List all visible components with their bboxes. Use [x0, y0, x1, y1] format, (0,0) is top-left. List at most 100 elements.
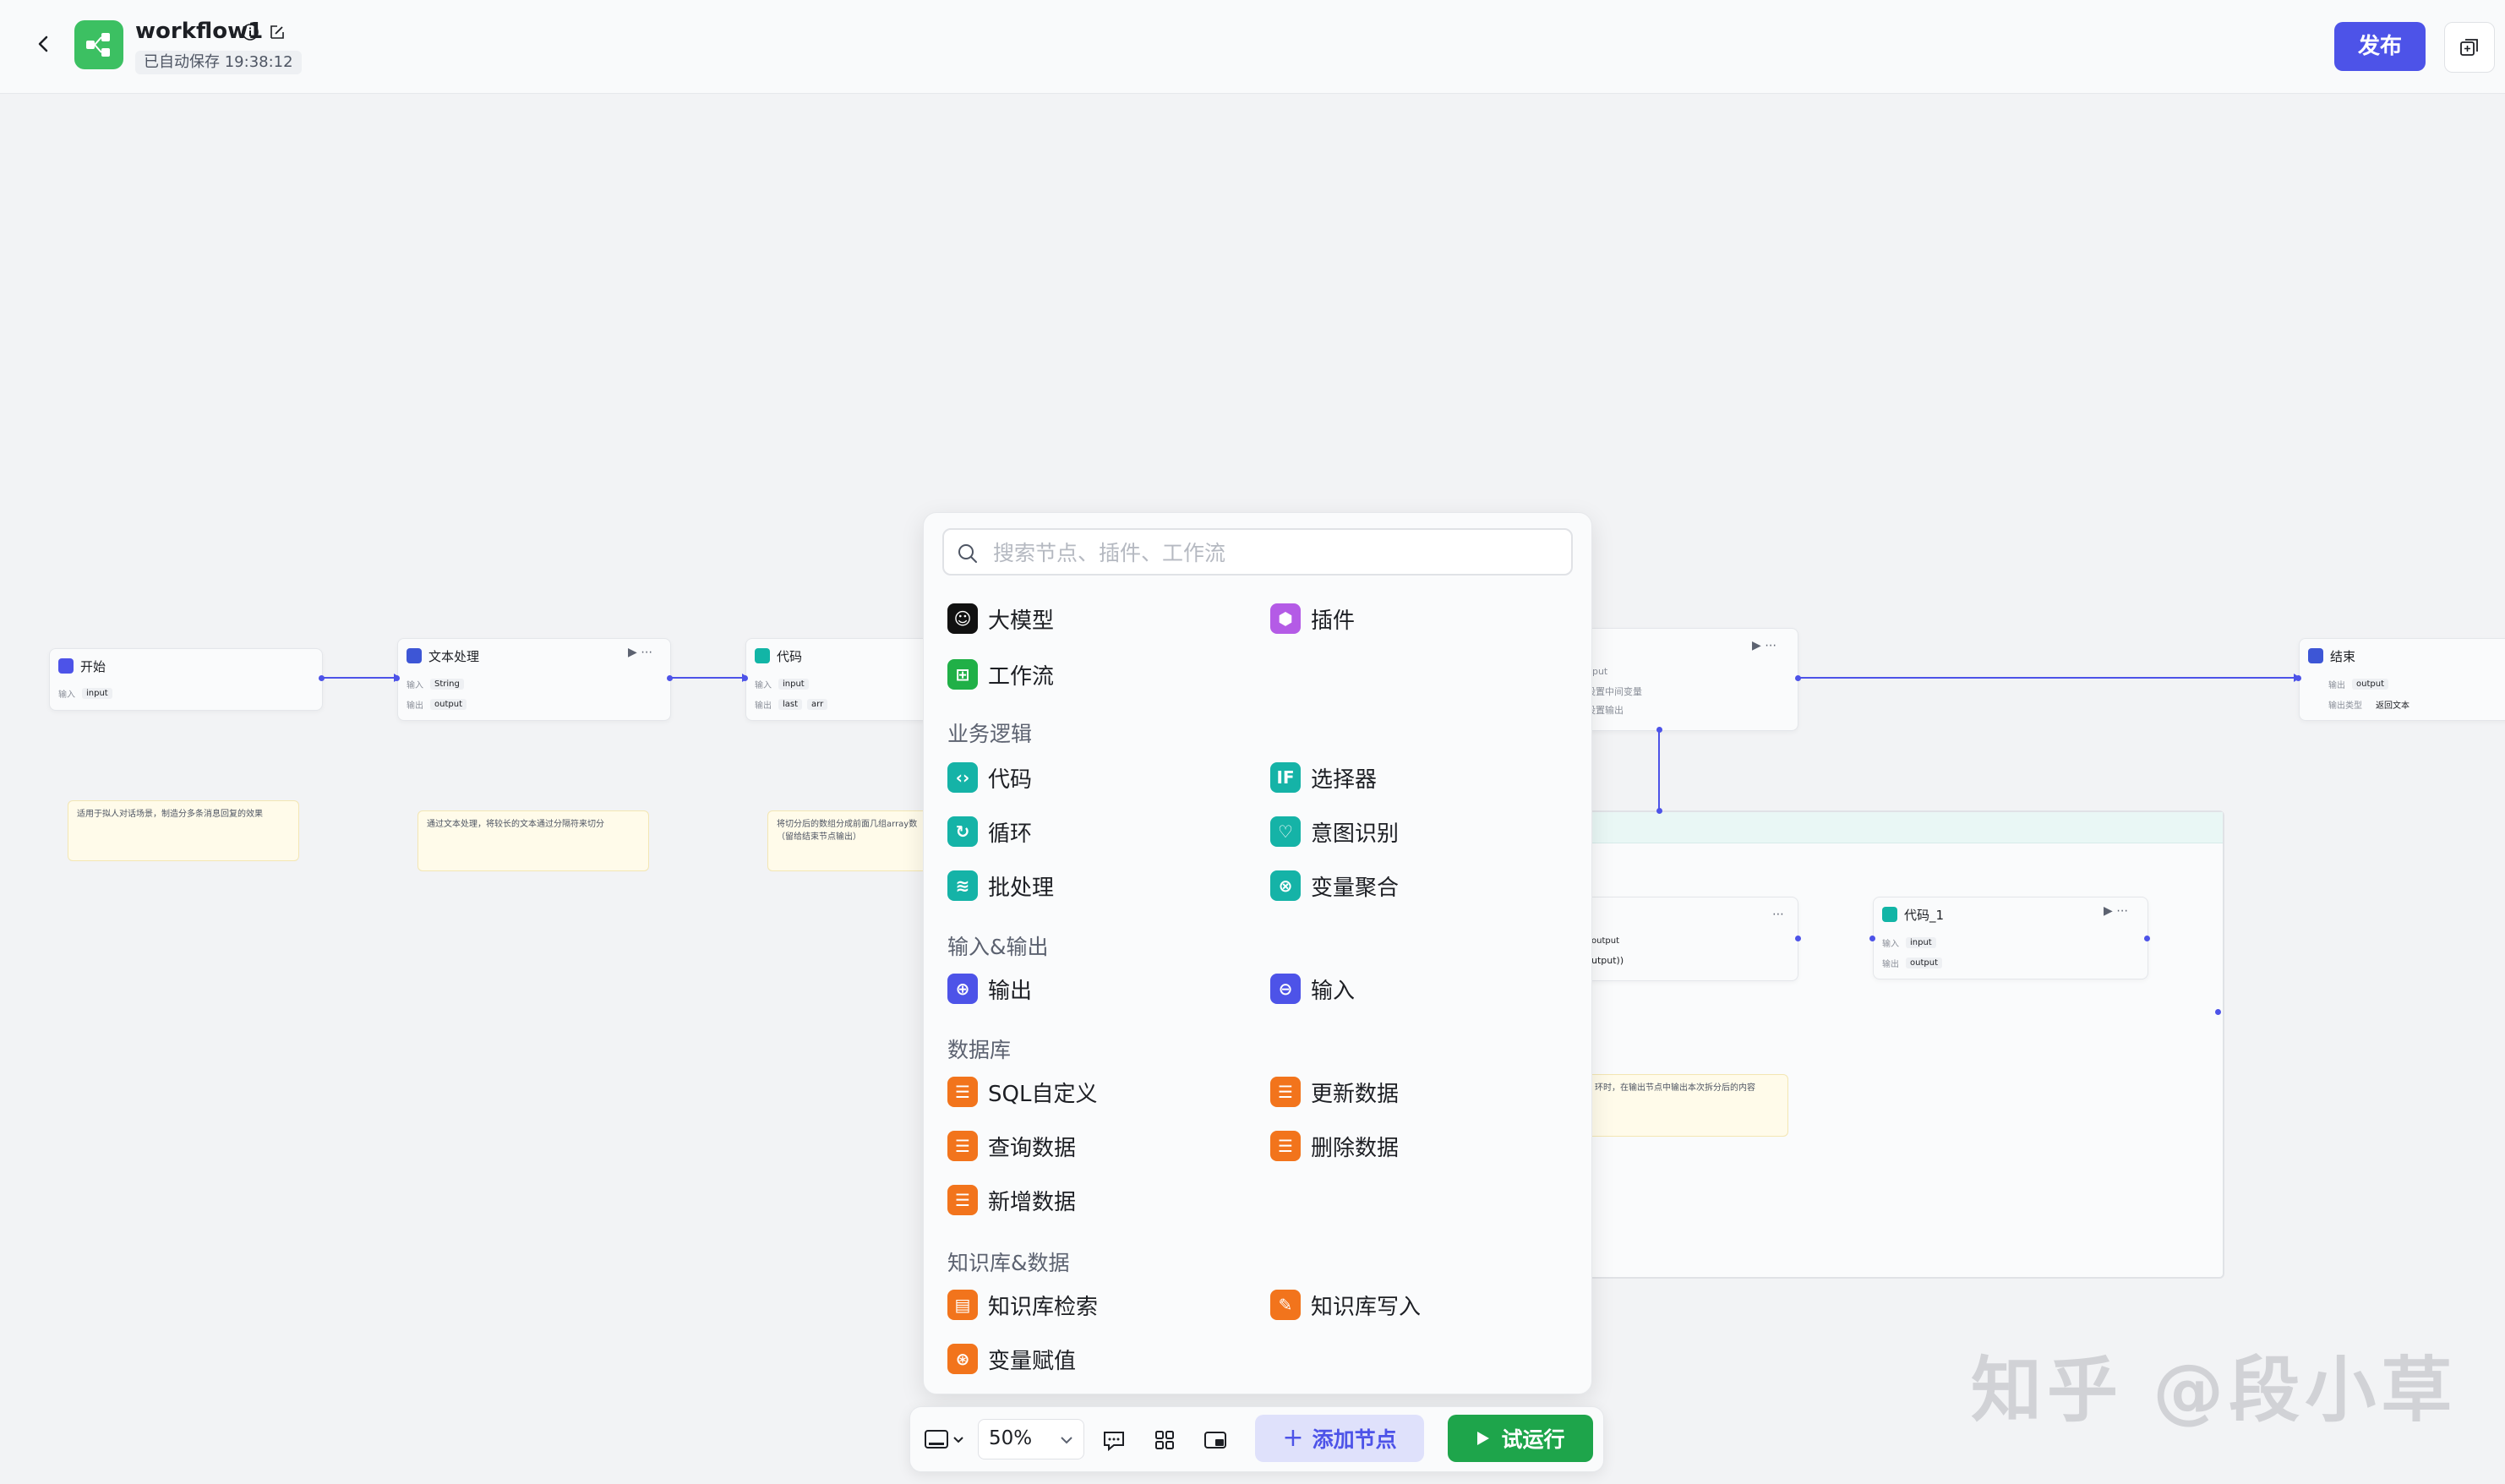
- node-item-label: SQL自定义: [988, 1081, 1098, 1107]
- batch-layers-icon: ≋: [947, 870, 978, 901]
- test-run-label: 试运行: [1501, 1427, 1565, 1452]
- comment-note[interactable]: 适用于拟人对话场景，制造分多条消息回复的效果: [68, 800, 299, 861]
- comment-note[interactable]: 将切分后的数组分成前面几组array数 （留给结束节点输出）: [767, 810, 953, 871]
- text-input-port[interactable]: [394, 675, 400, 681]
- add-node-button[interactable]: + 添加节点: [1255, 1415, 1424, 1462]
- node-item-loop[interactable]: ↻循环: [947, 810, 1032, 853]
- text-node-title: 文本处理: [428, 648, 480, 664]
- node-item-batch[interactable]: ≋批处理: [947, 865, 1054, 907]
- copy-icon[interactable]: [2444, 22, 2495, 73]
- edit-icon[interactable]: [267, 22, 287, 42]
- minimap-icon[interactable]: [1201, 1426, 1230, 1454]
- loop-body-output-port[interactable]: [2215, 1009, 2221, 1015]
- node-item-knowledge-write[interactable]: ✎知识库写入: [1270, 1284, 1421, 1326]
- node-item-intent[interactable]: ♡意图识别: [1270, 810, 1399, 853]
- node-run-menu-icon[interactable]: ▶ ⋯: [628, 646, 653, 659]
- loop-icon: ↻: [947, 816, 978, 847]
- text-in-label: 输入: [407, 681, 423, 690]
- node-item-label: 输入: [1311, 978, 1356, 1004]
- node-item-label: 删除数据: [1311, 1135, 1400, 1161]
- loop-body-port[interactable]: [1656, 727, 1662, 733]
- node-item-label: 知识库检索: [988, 1294, 1099, 1320]
- node-item-label: 大模型: [988, 608, 1055, 634]
- variable-merge-icon: ⊗: [1270, 870, 1301, 901]
- text-output-port[interactable]: [667, 675, 673, 681]
- loop-body-input-port[interactable]: [1656, 808, 1662, 814]
- inner-menu-icon[interactable]: ⋯: [1772, 908, 1784, 921]
- play-icon: [1477, 1432, 1490, 1445]
- node-item-delete-data[interactable]: ☰删除数据: [1270, 1125, 1399, 1167]
- code1-out-var: output: [1906, 958, 1942, 968]
- interaction-mode-icon[interactable]: [924, 1426, 966, 1454]
- end-out-label: 输出: [2328, 681, 2345, 690]
- variable-assign-icon: ⊛: [947, 1344, 978, 1374]
- inner-output-port[interactable]: [1795, 936, 1801, 941]
- node-item-query-data[interactable]: ☰ 查询数据: [947, 1125, 1076, 1167]
- plugin-cube-icon: ⬢: [1270, 603, 1301, 634]
- inner-out-var: output: [1591, 936, 1619, 946]
- back-icon[interactable]: [29, 29, 59, 59]
- node-item-label: 查询数据: [988, 1135, 1077, 1161]
- code-icon: [755, 648, 770, 663]
- info-icon[interactable]: [240, 22, 260, 42]
- query-db-icon: ☰: [947, 1131, 978, 1161]
- node-item-code[interactable]: ‹›代码: [947, 756, 1032, 799]
- end-icon: [2308, 648, 2323, 663]
- code-input-port[interactable]: [742, 675, 748, 681]
- end-type-value: 返回文本: [2376, 701, 2409, 711]
- loop-body-container[interactable]: [1585, 810, 2224, 1279]
- code1-run-menu-icon[interactable]: ▶ ⋯: [2104, 904, 2129, 918]
- auto-layout-icon[interactable]: [1150, 1426, 1179, 1454]
- section-title-knowledge: 知识库&数据: [947, 1251, 1070, 1275]
- loop-output-port[interactable]: [1795, 675, 1801, 681]
- comment-note[interactable]: 通过文本处理，将较长的文本通过分隔符来切分: [418, 810, 649, 871]
- code1-icon: [1882, 907, 1897, 922]
- publish-button[interactable]: 发布: [2334, 22, 2426, 71]
- node-item-label: 代码: [988, 767, 1033, 793]
- loop-run-menu-icon[interactable]: ▶ ⋯: [1752, 639, 1777, 652]
- code-out-var-last: last: [778, 699, 803, 710]
- code-out-var-arr: arr: [807, 699, 828, 710]
- section-title-io: 输入&输出: [947, 935, 1049, 959]
- node-search-input[interactable]: [991, 537, 1553, 569]
- node-item-workflow[interactable]: ⊞工作流: [947, 653, 1054, 696]
- knowledge-write-icon: ✎: [1270, 1290, 1301, 1320]
- node-item-update-data[interactable]: ☰更新数据: [1270, 1071, 1399, 1113]
- node-item-label: 选择器: [1311, 767, 1378, 793]
- code1-in-var: input: [1906, 937, 1936, 948]
- node-item-insert-data[interactable]: ☰ 新增数据: [947, 1179, 1076, 1221]
- test-run-button[interactable]: 试运行: [1448, 1415, 1593, 1462]
- end-type-label: 输出类型: [2328, 701, 2362, 711]
- update-db-icon: ☰: [1270, 1077, 1301, 1107]
- node-item-input[interactable]: ⊖ 输入: [1270, 968, 1355, 1010]
- insert-db-icon: ☰: [947, 1185, 978, 1215]
- node-item-variable-assign[interactable]: ⊛变量赋值: [947, 1338, 1076, 1380]
- node-item-plugin[interactable]: ⬢插件: [1270, 597, 1355, 640]
- workflow-title: workflow1: [135, 19, 264, 44]
- plus-icon: +: [1282, 1423, 1304, 1453]
- comment-icon[interactable]: [1100, 1426, 1128, 1454]
- code1-input-port[interactable]: [1869, 936, 1875, 941]
- node-item-knowledge-search[interactable]: ▤知识库检索: [947, 1284, 1098, 1326]
- node-search-box[interactable]: [942, 528, 1573, 576]
- node-item-output[interactable]: ⊕输出: [947, 968, 1032, 1010]
- code-in-label: 输入: [755, 681, 772, 690]
- node-item-sql[interactable]: ☰SQL自定义: [947, 1071, 1097, 1113]
- end-node-title: 结束: [2330, 648, 2356, 664]
- start-output-port[interactable]: [319, 675, 325, 681]
- output-icon: ⊕: [947, 974, 978, 1004]
- node-item-label: 新增数据: [988, 1189, 1077, 1215]
- zoom-select[interactable]: 50%: [978, 1419, 1084, 1459]
- node-item-variable-merge[interactable]: ⊗变量聚合: [1270, 865, 1399, 907]
- node-item-llm[interactable]: ☺大模型: [947, 597, 1054, 640]
- end-input-port[interactable]: [2295, 675, 2301, 681]
- code1-output-port[interactable]: [2144, 936, 2150, 941]
- input-icon: ⊖: [1270, 974, 1301, 1004]
